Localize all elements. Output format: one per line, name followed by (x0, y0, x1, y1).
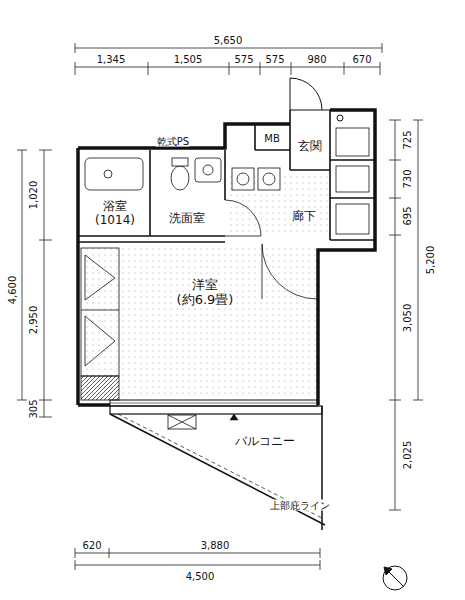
fixtures (85, 128, 369, 234)
dimension-label: 725 (402, 129, 413, 150)
dimension-label: 1,345 (96, 54, 127, 65)
dimension-label: 730 (402, 168, 413, 189)
dimension-label: 3,880 (200, 540, 231, 551)
dimension-label: 1,505 (173, 54, 204, 65)
outer-walls (78, 110, 375, 405)
hallway: 廊下 (280, 206, 328, 228)
balcony-label: バルコニー (225, 432, 305, 452)
room-name: 洗面室 (168, 212, 206, 226)
dimension-label: 5,650 (213, 35, 244, 46)
room-floor (82, 246, 316, 396)
dimension-label: 670 (351, 54, 372, 65)
washroom: 洗面室 (152, 204, 222, 234)
dimension-label: 5,200 (425, 245, 436, 276)
western-room: 洋室(約6.9畳) (140, 270, 270, 316)
dimension-label: 575 (264, 54, 285, 65)
closets (81, 248, 119, 400)
room-name: MB (263, 133, 281, 145)
entry-door (290, 78, 343, 121)
room-name: バルコニー (234, 435, 296, 449)
balcony (110, 400, 325, 530)
dimension-label: 980 (306, 54, 327, 65)
room-name: 洋室 (191, 278, 219, 293)
bathroom: 浴室(1014) (82, 194, 148, 234)
dimension-label: 2,950 (28, 305, 39, 336)
room-name: 玄関 (297, 140, 323, 154)
room-name: (1014) (94, 214, 136, 228)
room-name: 浴室 (102, 200, 128, 214)
dimension-label: 575 (233, 54, 254, 65)
dimension-label: 695 (402, 205, 413, 226)
dimension-label: 1,020 (28, 180, 39, 211)
dimension-label: 305 (28, 398, 39, 419)
dimension-label: 4,500 (185, 571, 216, 582)
north-arrow (383, 566, 407, 590)
entrance: 玄関 (292, 136, 328, 158)
room-name: 廊下 (291, 210, 317, 224)
room-name: (約6.9畳) (176, 293, 235, 308)
plan-note: 乾式PS (156, 136, 190, 147)
dimension-label: 4,600 (7, 275, 18, 306)
dimension-label: 620 (81, 540, 102, 551)
plan-note: 上部庇ライン (269, 500, 331, 511)
interior-walls (78, 110, 375, 242)
dimension-lines (17, 43, 423, 570)
dimension-label: 2,025 (402, 440, 413, 471)
meter-box: MB (256, 130, 288, 148)
dimension-label: 3,050 (402, 303, 413, 334)
